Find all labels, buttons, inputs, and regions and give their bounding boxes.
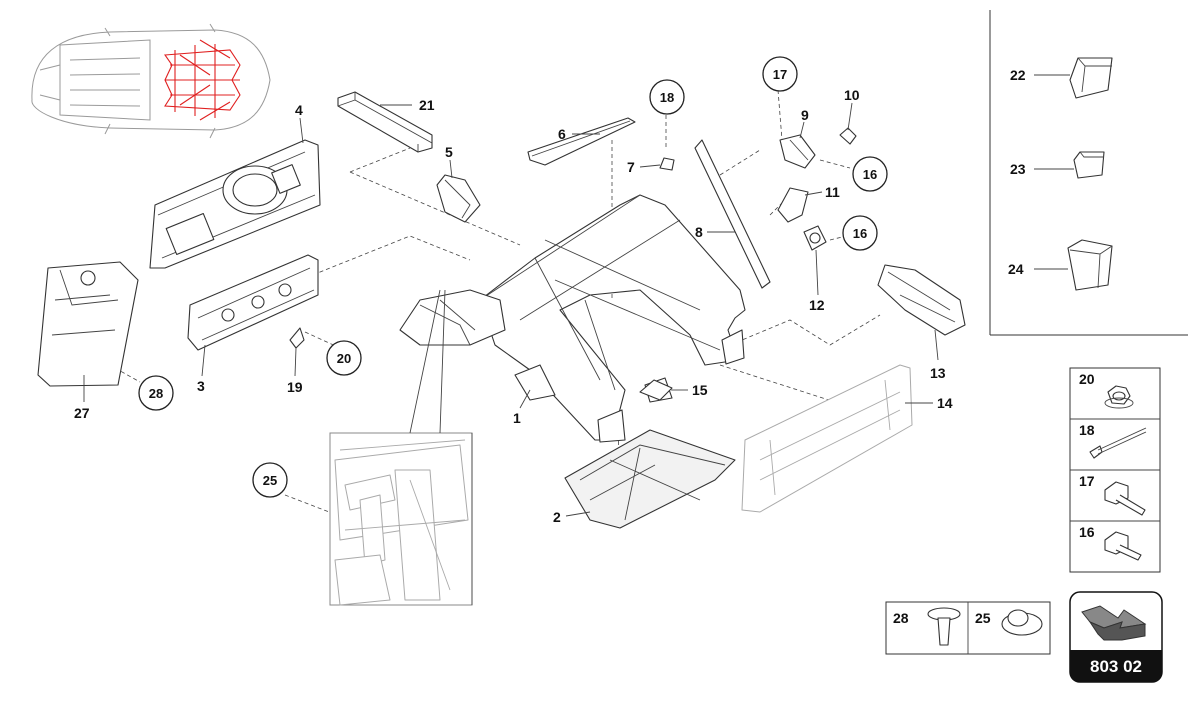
part-24-cup [1067,239,1113,291]
label-5: 5 [445,144,453,160]
svg-text:17: 17 [773,67,787,82]
fastener-table [1069,367,1161,573]
part-19-clip [289,327,305,349]
part-12-mount [803,225,827,251]
part-22-sleeve [1069,57,1113,99]
table-label-16: 16 [1079,524,1095,540]
rivet-icon [1089,427,1147,459]
callout-16-upper: 16 [852,156,888,192]
part-1-front-frame [399,194,746,443]
part-5-bracket [436,174,481,223]
part-23-plug [1073,151,1105,179]
part-10-clip [839,127,857,145]
label-11: 11 [825,184,840,200]
callout-17: 17 [762,56,798,92]
flange-nut-icon [1104,385,1134,409]
detail-inset-photo [329,289,473,606]
label-8: 8 [695,224,703,240]
table-label-17: 17 [1079,473,1095,489]
label-6: 6 [558,126,566,142]
leader-lines [83,74,1074,517]
part-21-cross-rail [337,91,433,153]
label-2: 2 [553,509,561,525]
part-labels: 21 4 5 6 7 8 9 10 11 12 13 14 15 1 2 3 1… [74,67,1026,525]
flange-bolt-icon [1104,481,1146,516]
circled-callouts: 18 17 16 16 20 28 25 [138,56,888,498]
label-12: 12 [809,297,825,313]
label-22: 22 [1010,67,1026,83]
label-1: 1 [513,410,521,426]
part-8-strip [694,139,771,289]
part-7-clip [659,157,675,171]
label-14: 14 [937,395,953,411]
part-2-underbody-tray [564,429,736,529]
callout-25: 25 [252,462,288,498]
diagram-code-badge [1069,591,1163,683]
label-4: 4 [295,102,303,118]
label-23: 23 [1010,161,1026,177]
push-clip-icon [927,607,961,646]
snap-rivet-icon [1001,609,1043,636]
car-location-thumbnail [31,23,271,139]
label-3: 3 [197,378,205,394]
callout-20: 20 [326,340,362,376]
label-21: 21 [419,97,435,113]
fastener-table-labels: 20 18 17 16 28 25 [893,371,1095,626]
svg-text:16: 16 [863,167,877,182]
label-9: 9 [801,107,809,123]
part-11-bracket [777,187,809,223]
svg-text:28: 28 [149,386,163,401]
label-7: 7 [627,159,635,175]
label-24: 24 [1008,261,1024,277]
clip-table [885,601,1051,655]
arrow-icon [1081,605,1147,641]
svg-text:18: 18 [660,90,674,105]
svg-text:25: 25 [263,473,277,488]
table-label-25: 25 [975,610,991,626]
part-13-side-bracket [877,264,966,336]
part-4-bulkhead-panel [149,139,321,269]
part-15-plate [639,379,673,401]
table-label-28: 28 [893,610,909,626]
label-13: 13 [930,365,946,381]
callout-18: 18 [649,79,685,115]
part-14-rear-panel [741,364,913,513]
callout-28: 28 [138,375,174,411]
part-9-bracket [779,134,816,169]
callout-16-lower: 16 [842,215,878,251]
label-27: 27 [74,405,90,421]
part-6-top-plate [527,117,636,166]
label-10: 10 [844,87,860,103]
table-label-20: 20 [1079,371,1095,387]
label-15: 15 [692,382,708,398]
table-label-18: 18 [1079,422,1095,438]
diagram-code-text: 803 02 [1090,657,1142,676]
label-19: 19 [287,379,303,395]
svg-text:16: 16 [853,226,867,241]
svg-text:20: 20 [337,351,351,366]
flange-bolt-icon [1104,531,1142,561]
part-27-liner [37,261,139,387]
part-3-lower-panel [187,254,319,351]
